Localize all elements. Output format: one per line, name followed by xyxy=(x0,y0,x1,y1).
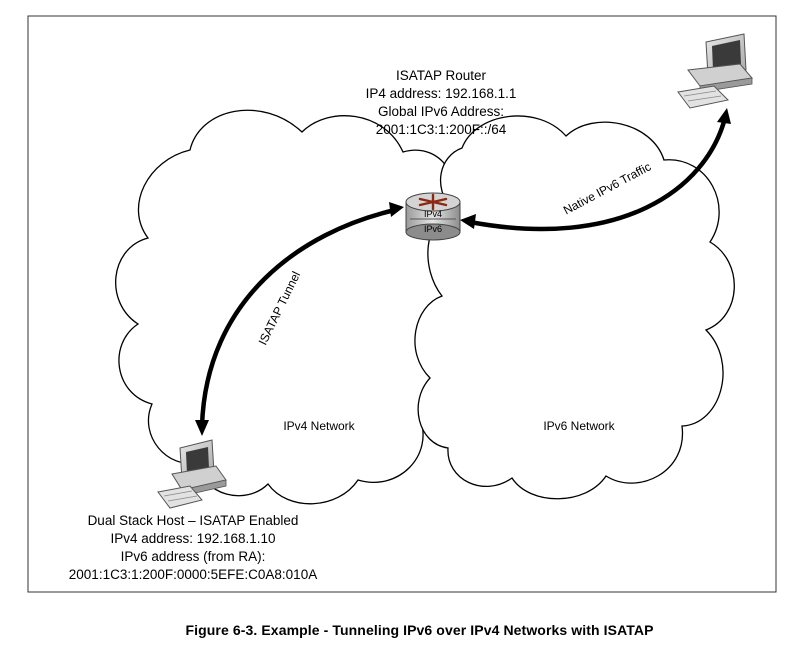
tunnel-arrowhead-host xyxy=(195,420,209,436)
router-ipv6-heading: Global IPv6 Address: xyxy=(378,104,504,119)
router-ipv4-badge: IPv4 xyxy=(424,209,442,219)
tunnel-arrowhead-router xyxy=(389,202,404,217)
host-ipv4-address: IPv4 address: 192.168.1.10 xyxy=(110,531,275,546)
ipv6-network-label: IPv6 Network xyxy=(543,419,615,433)
figure-caption-text: Figure 6-3. Example - Tunneling IPv6 ove… xyxy=(185,622,654,638)
host-ipv6-heading: IPv6 address (from RA): xyxy=(121,549,266,564)
native-arrowhead-pc xyxy=(717,108,731,124)
isatap-router-icon: IPv4 IPv6 xyxy=(405,192,461,241)
router-ipv6-address: 2001:1C3:1:200F::/64 xyxy=(376,122,507,137)
router-title: ISATAP Router xyxy=(396,68,487,83)
isatap-tunnel-link xyxy=(195,202,404,436)
router-ipv6-badge: IPv6 xyxy=(424,224,442,234)
dual-stack-host-icon xyxy=(157,439,227,509)
host-info: Dual Stack Host – ISATAP Enabled IPv4 ad… xyxy=(69,513,317,582)
remote-pc-icon xyxy=(677,33,753,109)
host-title: Dual Stack Host – ISATAP Enabled xyxy=(88,513,299,528)
native-ipv6-link xyxy=(460,108,731,232)
figure-frame xyxy=(27,15,777,593)
ipv6-network-cloud xyxy=(414,115,735,500)
native-arrowhead-router xyxy=(460,214,476,229)
figure-caption: Figure 6-3. Example - Tunneling IPv6 ove… xyxy=(0,622,799,638)
router-arrows-icon xyxy=(418,193,448,211)
ipv4-network-cloud xyxy=(115,109,465,505)
router-ipv4-address: IP4 address: 192.168.1.1 xyxy=(366,86,517,101)
ipv4-network-label: IPv4 Network xyxy=(283,419,355,433)
router-info: ISATAP Router IP4 address: 192.168.1.1 G… xyxy=(366,68,517,137)
host-ipv6-address: 2001:1C3:1:200F:0000:5EFE:C0A8:010A xyxy=(69,567,317,582)
